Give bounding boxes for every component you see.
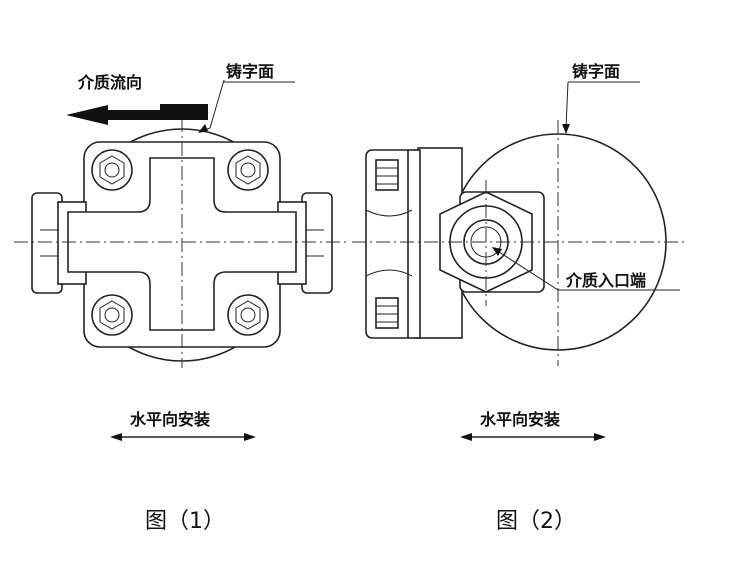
fig2-label-horizontal-install: 水平向安装 <box>480 410 560 429</box>
fig2-inlet-leader <box>495 249 680 291</box>
fig2-install-double-arrow <box>460 433 606 441</box>
fig1-label-flow-direction: 介质流向 <box>77 73 142 92</box>
fig1-bolt-bottom-left <box>91 294 133 336</box>
fig2-label-inlet: 介质入口端 <box>565 271 646 290</box>
fig2-label-casting-face: 铸字面 <box>572 62 620 81</box>
fig1-label-horizontal-install: 水平向安装 <box>130 410 210 429</box>
fig2-caption: 图（2） <box>496 509 576 534</box>
fig1-bolt-top-right <box>227 149 269 191</box>
fig1-label-casting-face: 铸字面 <box>226 62 274 81</box>
fig1-caption: 图（1） <box>145 509 225 534</box>
fig1-bolt-bottom-right <box>227 294 269 336</box>
fig1-install-double-arrow <box>110 433 256 441</box>
fig2-side-stack <box>365 149 421 339</box>
fig1-flow-arrow <box>66 104 208 125</box>
fig1-bolt-top-left <box>91 149 133 191</box>
figure-1: 介质流向 铸字面 水平向安装 图（1） <box>14 62 346 534</box>
figure-2: 铸字面 介质入口端 水平向安装 图（2） <box>352 62 686 534</box>
